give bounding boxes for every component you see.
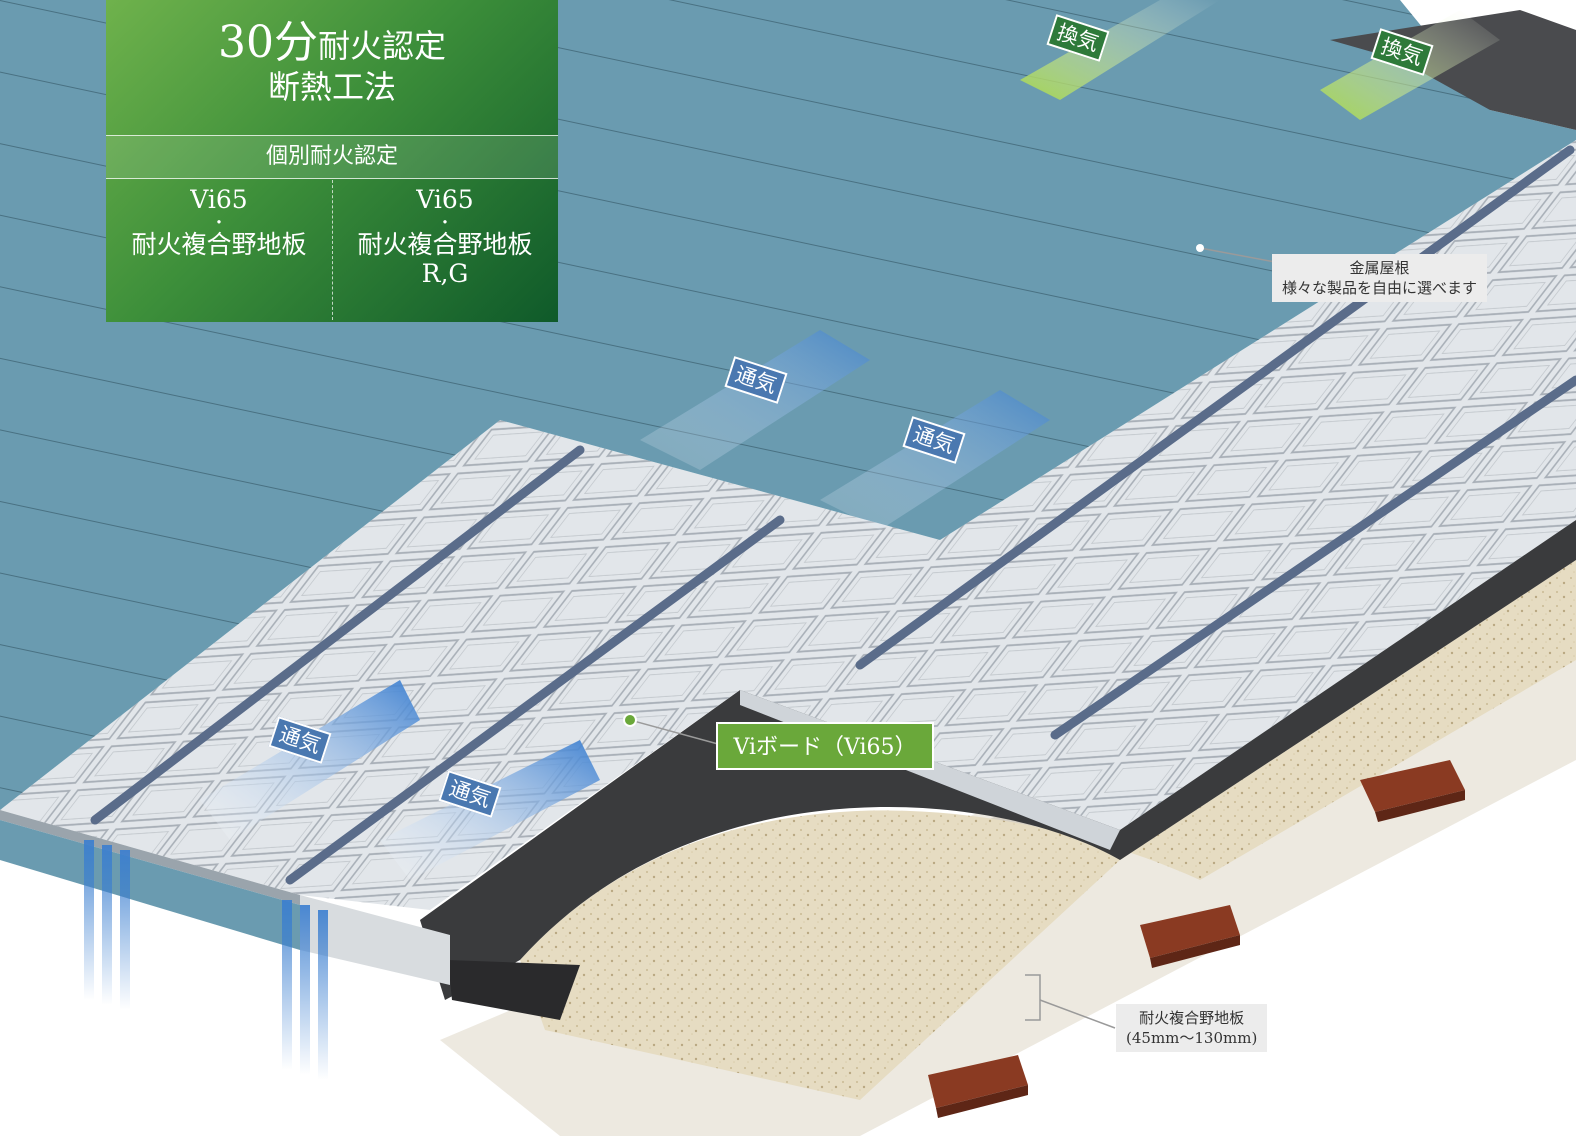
metal-roof-callout-desc: 様々な製品を自由に選べます (1282, 279, 1478, 297)
vi-board-label: Viボード（Vi65） (716, 722, 934, 770)
title-subheading: 個別耐火認定 (106, 135, 558, 179)
title-number: 30分 (217, 17, 318, 68)
vi-board-pointer-dot (623, 713, 637, 727)
metal-roof-callout: 金属屋根 様々な製品を自由に選べます (1272, 254, 1488, 302)
title-method: 断熱工法 (267, 67, 396, 106)
column-model: Vi65 (416, 185, 474, 214)
title-certification: 耐火認定 (317, 27, 446, 65)
metal-roof-pointer-dot (1196, 244, 1204, 252)
column-variant: R,G (421, 258, 469, 288)
insulation-rails (90, 145, 1576, 885)
column-separator: ・ (436, 212, 453, 232)
metal-roof-callout-title: 金属屋根 (1349, 259, 1410, 277)
title-column-right: Vi65 ・ 耐火複合野地板 R,G (332, 185, 558, 288)
rafters (928, 760, 1465, 1118)
leader-lines (629, 247, 1276, 1029)
composite-board-callout: 耐火複合野地板 (45mm〜130mm) (1116, 1004, 1268, 1052)
eave-trim (0, 810, 450, 985)
column-separator: ・ (210, 212, 227, 232)
column-model: Vi65 (190, 185, 248, 214)
column-product: 耐火複合野地板 (131, 229, 307, 259)
title-column-left: Vi65 ・ 耐火複合野地板 (106, 185, 332, 260)
composite-board-callout-title: 耐火複合野地板 (1139, 1009, 1245, 1027)
title-panel: 30分耐火認定 断熱工法 個別耐火認定 Vi65 ・ 耐火複合野地板 Vi65 … (106, 0, 558, 322)
column-product: 耐火複合野地板 (357, 229, 533, 259)
title-heading: 30分耐火認定 断熱工法 (106, 17, 558, 106)
eave-vent-streams (84, 840, 328, 1080)
column-divider (332, 180, 333, 320)
composite-board-callout-thickness: (45mm〜130mm) (1126, 1029, 1258, 1047)
